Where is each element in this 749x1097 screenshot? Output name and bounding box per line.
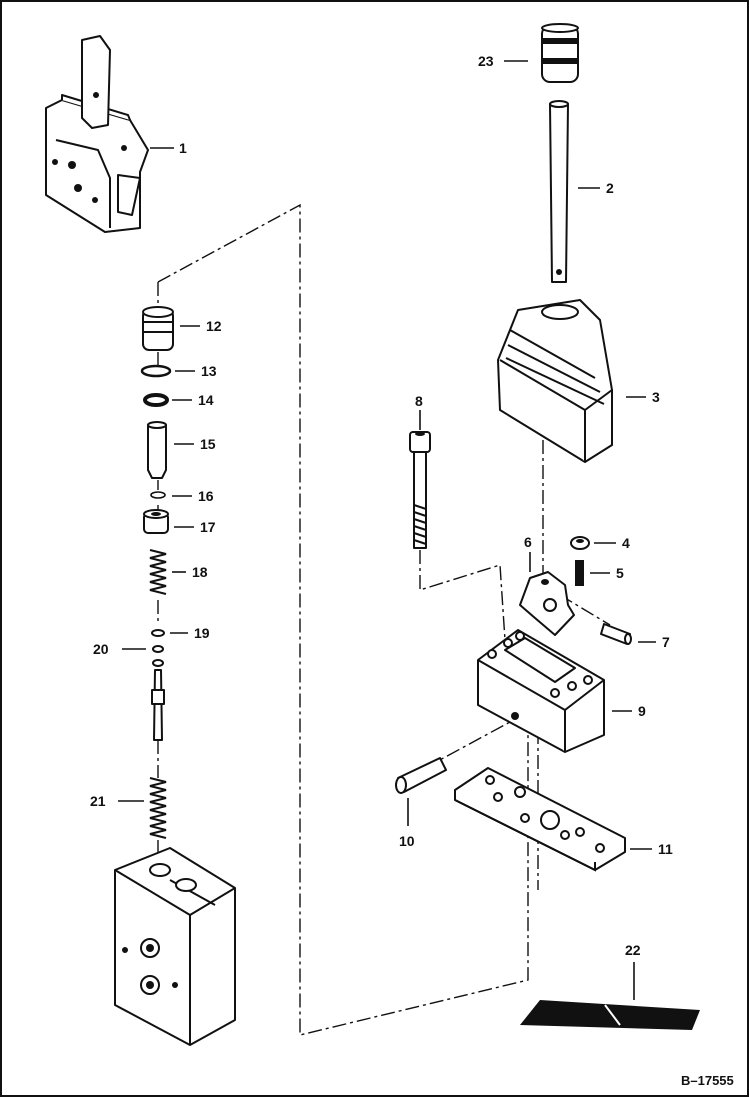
part-11-plate: [454, 767, 626, 872]
svg-text:20: 20: [93, 641, 109, 657]
svg-text:4: 4: [622, 535, 630, 551]
part-6-pivot-block: [519, 571, 575, 636]
part-18-spring: [149, 549, 167, 595]
svg-text:6: 6: [524, 534, 532, 550]
callout-13: 13: [175, 363, 217, 379]
part-23-knob: [541, 23, 579, 83]
callout-22: 22: [625, 942, 641, 1000]
svg-text:18: 18: [192, 564, 208, 580]
svg-text:19: 19: [194, 625, 210, 641]
svg-text:8: 8: [415, 393, 423, 409]
callout-1: 1: [150, 140, 187, 156]
callout-23: 23: [478, 53, 528, 69]
part-13-o-ring: [140, 364, 172, 378]
part-14-seal: [143, 393, 169, 407]
part-3-housing: [497, 299, 613, 463]
callout-11: 11: [630, 841, 673, 857]
callout-19: 19: [170, 625, 210, 641]
part-9-base-block: [477, 629, 605, 753]
callout-8: 8: [415, 393, 423, 430]
part-2-rod: [549, 100, 569, 283]
part-1-handle-assembly: [45, 35, 149, 233]
callout-18: 18: [172, 564, 208, 580]
svg-text:21: 21: [90, 793, 106, 809]
svg-text:5: 5: [616, 565, 624, 581]
plunger: [151, 659, 165, 741]
svg-text:13: 13: [201, 363, 217, 379]
callout-21: 21: [90, 793, 144, 809]
svg-text:1: 1: [179, 140, 187, 156]
part-16-washer: [150, 491, 166, 499]
svg-text:16: 16: [198, 488, 214, 504]
callout-2: 2: [578, 180, 614, 196]
part-17-bushing: [143, 509, 169, 534]
callout-4: 4: [594, 535, 630, 551]
part-5-screw: [575, 560, 584, 586]
part-19-ring: [151, 629, 165, 637]
svg-text:10: 10: [399, 833, 415, 849]
part-20-ring: [152, 645, 164, 653]
valve-body: [114, 847, 236, 1046]
svg-text:9: 9: [638, 703, 646, 719]
part-15-sleeve: [147, 421, 167, 479]
svg-text:12: 12: [206, 318, 222, 334]
svg-text:22: 22: [625, 942, 641, 958]
part-8-bolt: [409, 431, 431, 549]
svg-text:3: 3: [652, 389, 660, 405]
callout-12: 12: [180, 318, 222, 334]
reference-code: B–17555: [681, 1073, 734, 1088]
part-10-dowel: [395, 757, 447, 794]
callout-7: 7: [638, 634, 670, 650]
callout-20: 20: [93, 641, 146, 657]
part-7-pin: [600, 623, 632, 645]
part-21-spring: [149, 777, 167, 839]
callout-6: 6: [524, 534, 532, 572]
callout-9: 9: [612, 703, 646, 719]
svg-text:7: 7: [662, 634, 670, 650]
svg-text:14: 14: [198, 392, 214, 408]
callout-3: 3: [626, 389, 660, 405]
callout-14: 14: [172, 392, 214, 408]
part-12-fitting: [142, 306, 174, 351]
part-4-nut: [570, 536, 590, 550]
callout-5: 5: [590, 565, 624, 581]
svg-text:15: 15: [200, 436, 216, 452]
part-22-boot: [520, 1000, 700, 1030]
callout-17: 17: [174, 519, 216, 535]
svg-text:11: 11: [658, 841, 673, 857]
svg-text:23: 23: [478, 53, 494, 69]
callout-10: 10: [399, 798, 415, 849]
svg-text:2: 2: [606, 180, 614, 196]
svg-text:17: 17: [200, 519, 216, 535]
callout-16: 16: [172, 488, 214, 504]
callout-15: 15: [174, 436, 216, 452]
